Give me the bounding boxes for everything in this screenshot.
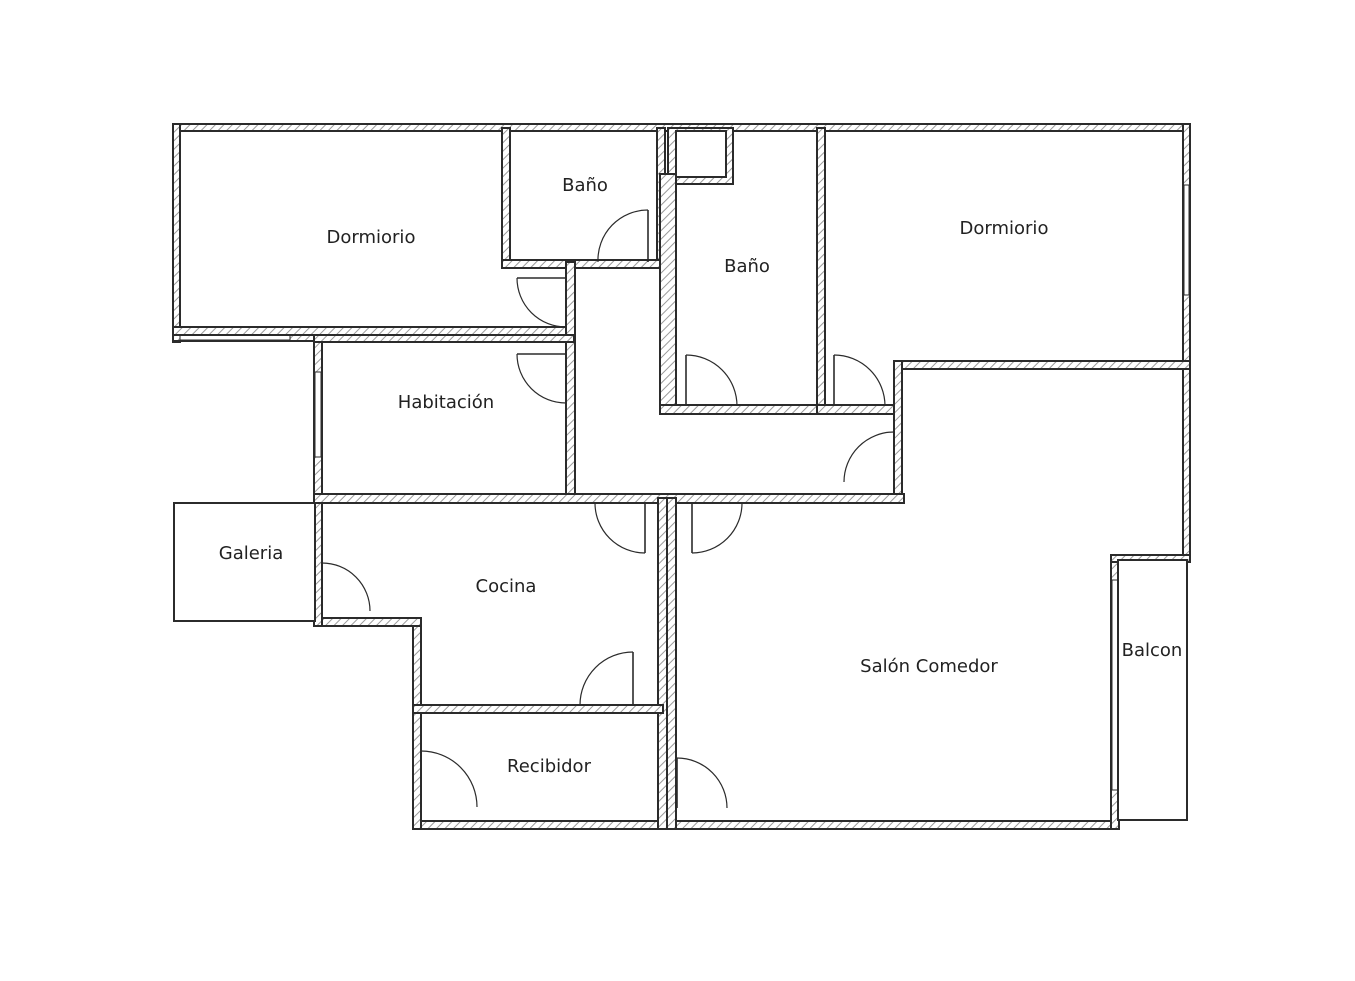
label-balcon: Balcon — [1122, 640, 1183, 661]
label-dormitorio-right: Dormiorio — [960, 218, 1049, 239]
label-recibidor: Recibidor — [507, 756, 592, 777]
door-bano-1 — [597, 209, 649, 263]
windows — [179, 184, 1190, 791]
doors — [321, 209, 895, 809]
balcon-outline — [1117, 559, 1188, 821]
galeria-outline — [173, 502, 316, 622]
label-salon-comedor: Salón Comedor — [860, 656, 998, 677]
door-cocina-top — [594, 502, 646, 554]
door-salon-top — [691, 502, 743, 554]
door-bano-2 — [685, 354, 738, 407]
label-habitacion: Habitación — [398, 392, 494, 413]
door-cocina-bottom — [579, 651, 634, 706]
door-dormitorio-left — [516, 277, 567, 328]
door-salon-entrance — [676, 757, 728, 809]
door-recibidor — [420, 750, 478, 808]
room-labels: Dormiorio Baño Baño Dormiorio Habitación… — [219, 175, 1183, 777]
label-dormitorio-left: Dormiorio — [327, 227, 416, 248]
label-bano-1: Baño — [562, 175, 608, 196]
label-galeria: Galeria — [219, 543, 284, 564]
label-cocina: Cocina — [476, 576, 537, 597]
door-dormitorio-right — [833, 354, 886, 407]
door-habitacion — [516, 353, 567, 404]
interior-walls — [172, 127, 1191, 830]
door-galeria — [321, 562, 371, 612]
door-corridor — [843, 431, 895, 483]
label-bano-2: Baño — [724, 256, 770, 277]
